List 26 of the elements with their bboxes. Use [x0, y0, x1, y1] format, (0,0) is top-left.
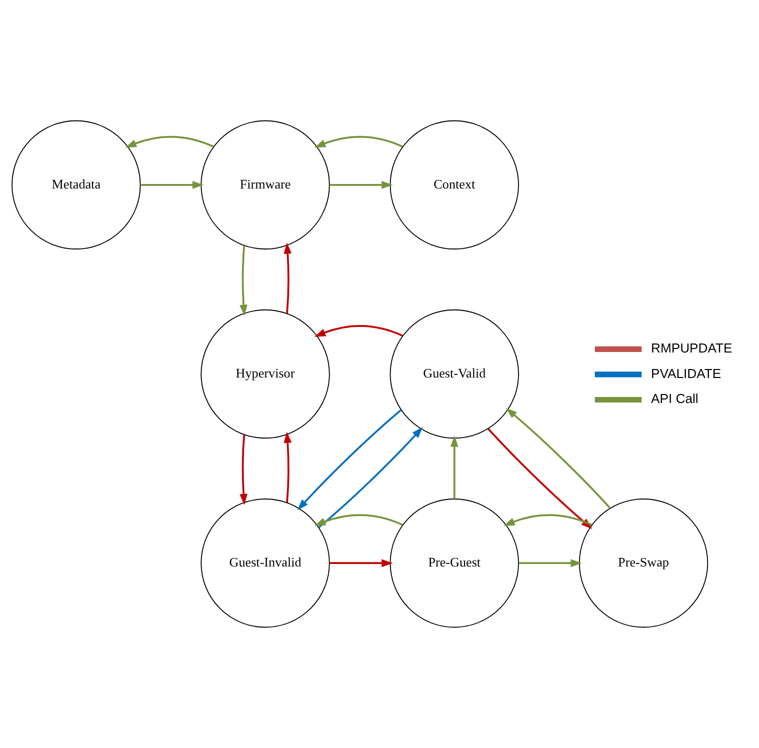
arrow — [318, 427, 423, 528]
arrow — [504, 514, 592, 526]
legend-label: RMPUPDATE — [651, 340, 732, 356]
arrow — [314, 136, 403, 148]
arrow — [297, 409, 402, 510]
arrow — [450, 436, 458, 499]
node-circle: Pre-Guest — [390, 498, 519, 628]
arrow — [284, 432, 292, 503]
legend-label: PVALIDATE — [651, 366, 722, 381]
node-circle: Hypervisor — [200, 309, 330, 439]
arrow — [330, 559, 393, 568]
arrow — [506, 408, 611, 509]
arrow — [240, 434, 248, 506]
arrow — [518, 559, 582, 568]
node-circle: Metadata — [12, 120, 141, 250]
node-circle: Pre-Swap — [578, 498, 708, 628]
legend-label: API Call — [651, 391, 698, 406]
arrow — [140, 180, 204, 189]
node-circle: Context — [390, 120, 519, 250]
arrow — [125, 136, 214, 148]
arrow — [240, 246, 248, 316]
arrow — [314, 325, 403, 337]
arrow — [314, 514, 403, 526]
node-circle: Firmware — [200, 120, 330, 250]
arrow — [284, 242, 292, 314]
arrow — [330, 180, 393, 189]
